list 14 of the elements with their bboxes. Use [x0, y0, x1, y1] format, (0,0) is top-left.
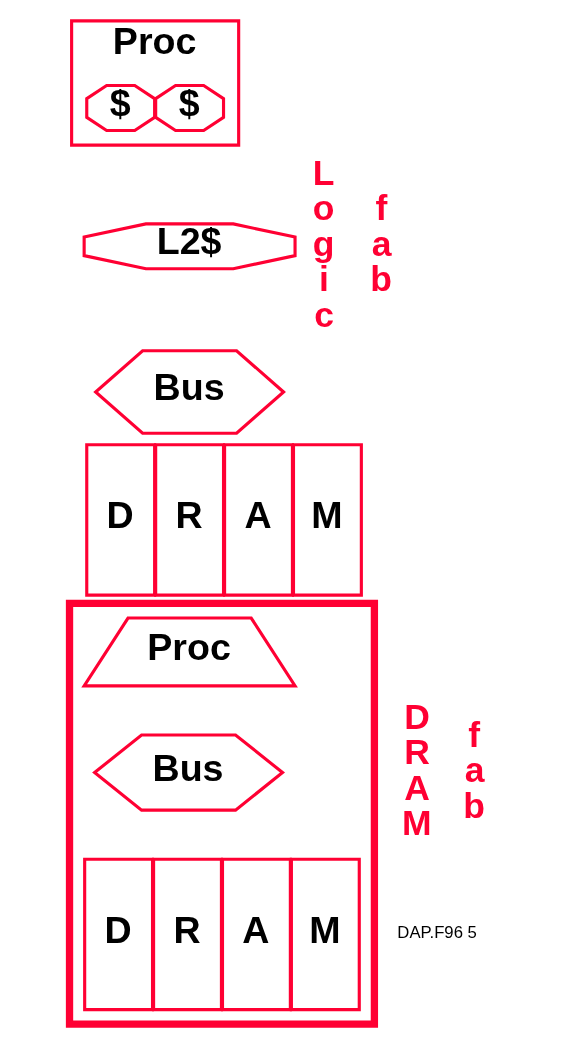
node-box: M — [291, 443, 363, 597]
label: DAP.F96 5 — [396, 923, 477, 943]
label: fab — [369, 188, 392, 300]
label: Logic — [312, 152, 334, 335]
node-box: R — [151, 857, 223, 1012]
node-box: A — [222, 443, 294, 597]
label: fab — [462, 714, 485, 826]
label: DRAM — [401, 696, 432, 844]
cluster — [65, 599, 378, 1028]
node-box: R — [153, 443, 225, 597]
node-box: D — [84, 443, 156, 597]
node-box: A — [220, 857, 292, 1012]
node-box: M — [289, 857, 361, 1012]
node-box: D — [82, 857, 154, 1012]
